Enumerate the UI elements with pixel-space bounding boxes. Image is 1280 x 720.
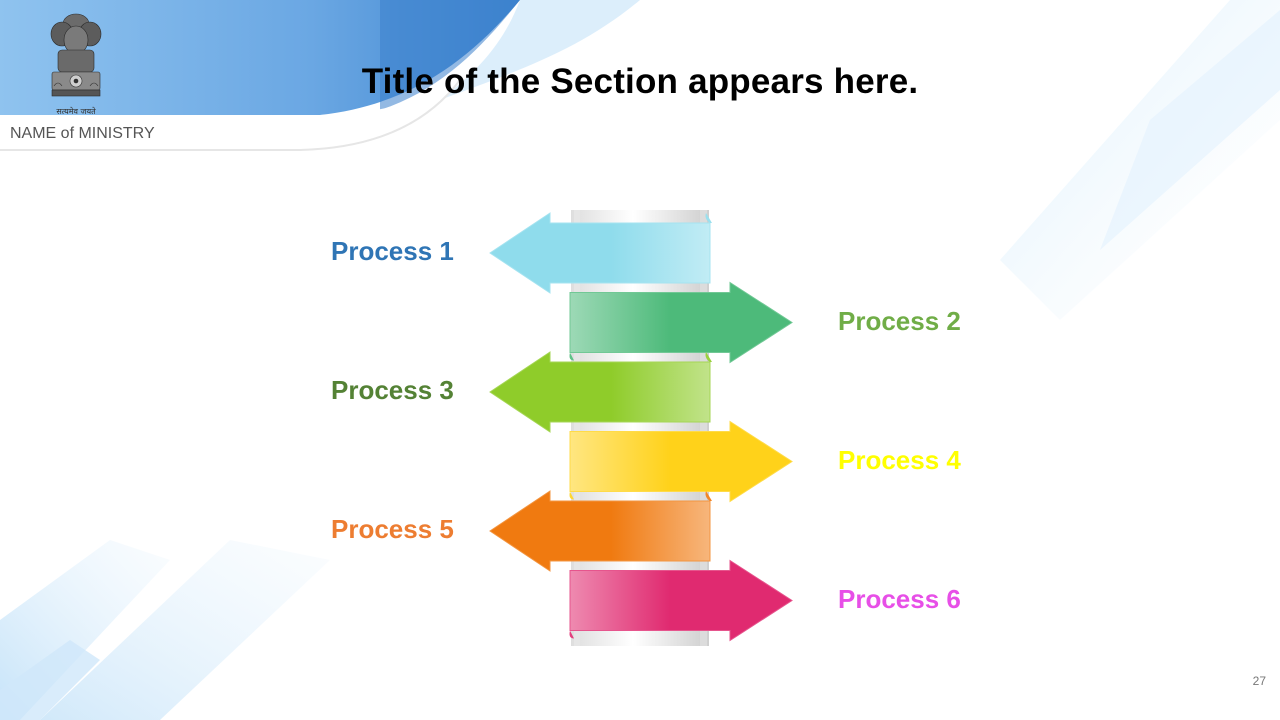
ribbon-fold-6	[569, 630, 574, 639]
process-arrow-2	[569, 281, 793, 364]
process-arrow-4	[569, 420, 793, 503]
process-arrow-5	[489, 490, 711, 572]
ribbon-fold-3	[705, 352, 712, 362]
national-emblem-logo: सत्यमेव जयते	[50, 13, 102, 116]
process-label-6: Process 6	[838, 583, 961, 614]
process-arrow-6	[569, 559, 793, 642]
process-label-4: Process 4	[838, 444, 961, 475]
ministry-name: NAME of MINISTRY	[10, 125, 155, 142]
process-arrow-1	[489, 212, 711, 294]
process-arrow-3	[489, 351, 711, 433]
process-label-5: Process 5	[331, 514, 454, 544]
emblem-motto: सत्यमेव जयते	[56, 106, 96, 116]
page-number: 27	[1252, 674, 1266, 688]
ribbon-fold-4	[569, 491, 574, 500]
process-label-1: Process 1	[331, 236, 454, 266]
ribbon-fold-1	[705, 213, 712, 223]
ribbon-fold-2	[569, 352, 574, 361]
ribbon-fold-5	[705, 491, 712, 501]
process-label-3: Process 3	[331, 375, 454, 405]
page-title: Title of the Section appears here.	[361, 62, 919, 101]
process-label-2: Process 2	[838, 305, 961, 336]
